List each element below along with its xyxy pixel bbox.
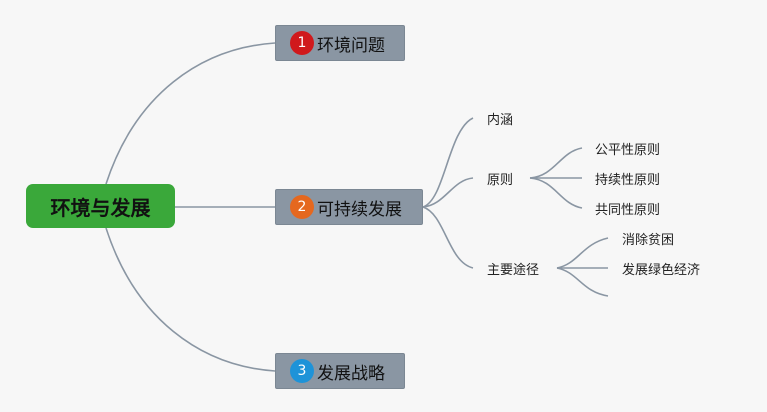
node-green-economy[interactable]: 发展绿色经济 — [622, 263, 701, 278]
node-principle-commonality[interactable]: 共同性原则 — [595, 203, 661, 218]
node-main-approaches[interactable]: 主要途径 — [487, 263, 540, 278]
root-node[interactable]: 环境与发展 — [26, 184, 175, 228]
root-label: 环境与发展 — [50, 195, 151, 220]
node-connotation[interactable]: 内涵 — [487, 113, 514, 128]
connector-to-approach-3 — [556, 267, 609, 297]
connector-root-branch-3 — [105, 227, 276, 372]
connector-to-approach-1 — [556, 237, 609, 269]
node-principles[interactable]: 原则 — [487, 173, 514, 188]
number-badge-3: 3 — [290, 359, 314, 383]
connector-to-approaches — [422, 206, 474, 269]
connector-to-principle-3 — [529, 177, 583, 209]
node-principle-fairness[interactable]: 公平性原则 — [595, 143, 661, 158]
branch-node-development-strategy[interactable]: 3 发展战略 — [275, 353, 405, 389]
branch-node-environment-problems[interactable]: 1 环境问题 — [275, 25, 405, 61]
branch-label: 环境问题 — [317, 35, 385, 56]
connector-to-connotation — [422, 117, 474, 208]
node-eliminate-poverty[interactable]: 消除贫困 — [622, 233, 675, 248]
connector-to-principle-1 — [529, 147, 583, 179]
number-badge-1: 1 — [290, 31, 314, 55]
branch-node-sustainable-development[interactable]: 2 可持续发展 — [275, 189, 423, 225]
connector-root-branch-1 — [105, 42, 276, 185]
number-badge-2: 2 — [290, 195, 314, 219]
connector-to-principles — [422, 177, 474, 208]
branch-label: 发展战略 — [317, 363, 385, 384]
branch-label: 可持续发展 — [317, 199, 402, 220]
node-principle-sustainability[interactable]: 持续性原则 — [595, 173, 661, 188]
